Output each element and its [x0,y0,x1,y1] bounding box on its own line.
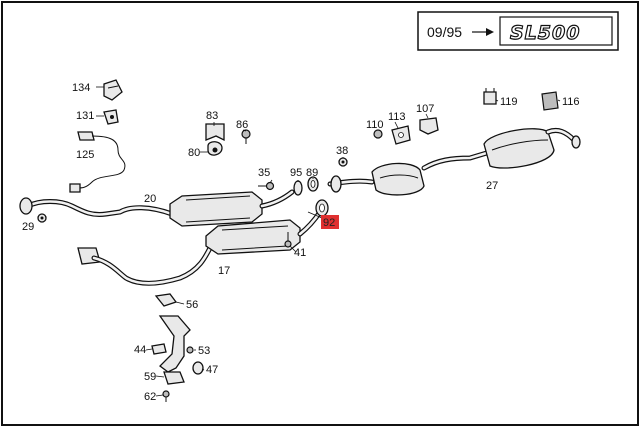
part-113-hanger[interactable] [391,125,411,145]
label-80: 80 [188,147,200,159]
label-20: 20 [144,193,156,205]
part-86-bolt[interactable] [241,129,251,144]
part-59-clamp[interactable] [163,371,185,385]
part-134-bracket[interactable] [103,79,123,101]
part-47-rubber[interactable] [192,361,204,375]
date-code: 09/95 [427,24,462,40]
label-92: 92 [323,217,335,229]
header-box: 09/95 SL500 [417,11,619,51]
part-95-gasket[interactable] [293,180,303,196]
part-20-exhaust-pipe-upper[interactable] [19,189,295,227]
model-badge-frame [499,16,613,46]
label-89: 89 [306,167,318,179]
part-62-screw[interactable] [162,390,170,402]
label-113: 113 [388,111,406,123]
part-17-exhaust-pipe-lower[interactable] [77,209,323,286]
part-119-rubber-hanger[interactable] [483,88,497,105]
part-89-clamp-ring[interactable] [307,176,319,192]
part-41-bolt[interactable] [284,232,292,248]
part-53-bolt[interactable] [186,346,194,354]
part-38-nut[interactable] [338,157,348,167]
part-131-clip[interactable] [103,109,119,125]
part-83-bracket[interactable] [205,123,225,142]
part-110-bolt[interactable] [373,129,383,139]
label-38: 38 [336,145,348,157]
label-17: 17 [218,265,230,277]
label-29: 29 [22,221,34,233]
label-27: 27 [486,180,498,192]
part-116-rubber-hanger[interactable] [541,91,559,111]
label-83: 83 [206,110,218,122]
label-47: 47 [206,364,218,376]
label-125: 125 [76,149,94,161]
part-35-bolt[interactable] [258,181,275,191]
label-107: 107 [416,103,434,115]
label-119: 119 [500,96,518,108]
part-125-oxygen-sensor[interactable] [69,131,126,193]
part-92-seal[interactable] [315,199,329,217]
label-134: 134 [72,82,90,94]
part-56-bracket[interactable] [154,293,178,307]
part-80-rubber-mount[interactable] [207,141,223,156]
label-56: 56 [186,299,198,311]
label-86: 86 [236,119,248,131]
part-27-rear-muffler[interactable] [483,127,581,169]
arrow-head-icon [486,28,494,36]
label-116: 116 [562,96,580,108]
label-62: 62 [144,391,156,403]
label-35: 35 [258,167,270,179]
label-92-highlight [321,215,339,229]
label-53: 53 [198,345,210,357]
label-131: 131 [76,110,94,122]
part-107-bracket[interactable] [419,117,439,135]
part-29-nut[interactable] [37,213,47,223]
model-badge: SL500 [510,22,580,44]
label-110: 110 [366,119,384,131]
label-41: 41 [294,247,306,259]
part-front-muffler[interactable] [327,149,493,196]
label-59: 59 [144,371,156,383]
part-bracket-strap[interactable] [158,315,191,373]
label-95: 95 [290,167,302,179]
part-44-clip[interactable] [151,343,167,355]
label-44: 44 [134,344,146,356]
